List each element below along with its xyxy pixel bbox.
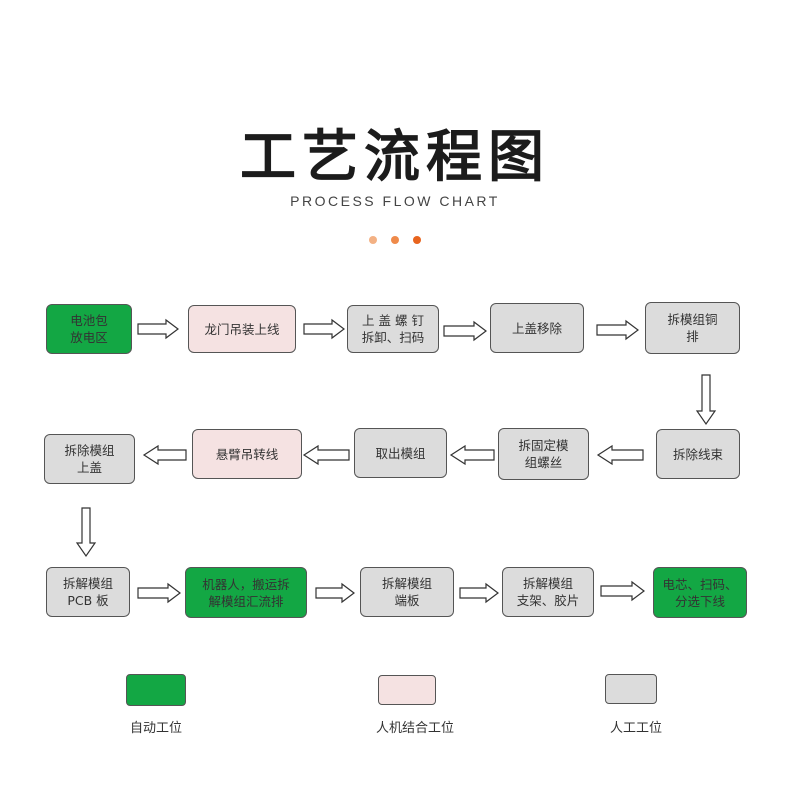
- arrow-right: [315, 582, 355, 604]
- step-box: 上 盖 螺 钉 拆卸、扫码: [347, 305, 439, 353]
- step-box: 取出模组: [354, 428, 447, 478]
- legend-label-auto: 自动工位: [129, 721, 182, 736]
- legend-label-manual: 人工工位: [609, 721, 662, 736]
- step-box: 机器人，搬运拆 解模组汇流排: [185, 567, 307, 618]
- arrow-left: [596, 444, 644, 466]
- step-label: 拆解模组 端板: [381, 576, 432, 608]
- step-box: 悬臂吊转线: [192, 429, 302, 479]
- page-title: 工艺流程图: [240, 125, 550, 190]
- step-label: 机器人，搬运拆 解模组汇流排: [202, 576, 290, 609]
- step-label: 拆模组铜 排: [667, 312, 718, 344]
- arrow-down: [75, 507, 97, 558]
- step-box: 拆除线束: [656, 429, 740, 479]
- legend-swatch-auto: [126, 674, 186, 706]
- step-box: 拆固定模 组螺丝: [498, 428, 589, 480]
- step-label: 拆除模组 上盖: [64, 443, 115, 475]
- decor-dot-dark: [413, 236, 421, 244]
- decor-dot-mid: [391, 236, 399, 244]
- arrow-left: [449, 444, 495, 466]
- step-label: 拆除线束: [672, 446, 723, 462]
- arrow-right: [596, 319, 639, 341]
- step-box: 拆除模组 上盖: [44, 434, 135, 484]
- arrow-right: [443, 320, 487, 342]
- step-label: 拆解模组 支架、胶片: [516, 576, 580, 608]
- step-box: 拆解模组 支架、胶片: [502, 567, 594, 617]
- arrow-right: [303, 318, 345, 340]
- step-box: 拆解模组 PCB 板: [46, 567, 130, 617]
- arrow-right: [600, 580, 645, 602]
- step-label: 电芯、扫码、 分选下线: [662, 576, 738, 609]
- step-label: 取出模组: [375, 445, 426, 461]
- legend-swatch-human-machine: [378, 675, 436, 705]
- legend-swatch-manual: [605, 674, 657, 704]
- step-box: 电池包 放电区: [46, 304, 132, 354]
- step-label: 上 盖 螺 钉 拆卸、扫码: [361, 313, 425, 345]
- step-box: 拆模组铜 排: [645, 302, 740, 354]
- step-box: 龙门吊装上线: [188, 305, 296, 353]
- step-label: 龙门吊装上线: [204, 321, 280, 337]
- step-box: 拆解模组 端板: [360, 567, 454, 617]
- decor-dot-light: [369, 236, 377, 244]
- arrow-left: [142, 444, 187, 466]
- step-label: 悬臂吊转线: [215, 446, 279, 462]
- arrow-right: [459, 582, 499, 604]
- step-label: 上盖移除: [511, 320, 562, 336]
- step-label: 拆解模组 PCB 板: [62, 576, 113, 608]
- step-label: 电池包 放电区: [70, 313, 108, 345]
- step-box: 电芯、扫码、 分选下线: [653, 567, 747, 618]
- arrow-right: [137, 582, 181, 604]
- page-subtitle: PROCESS FLOW CHART: [290, 193, 500, 209]
- step-label: 拆固定模 组螺丝: [518, 438, 569, 470]
- legend-label-human-machine: 人机结合工位: [375, 721, 454, 736]
- arrow-right: [137, 318, 179, 340]
- arrow-left: [302, 444, 350, 466]
- arrow-down: [695, 374, 717, 426]
- step-box: 上盖移除: [490, 303, 584, 353]
